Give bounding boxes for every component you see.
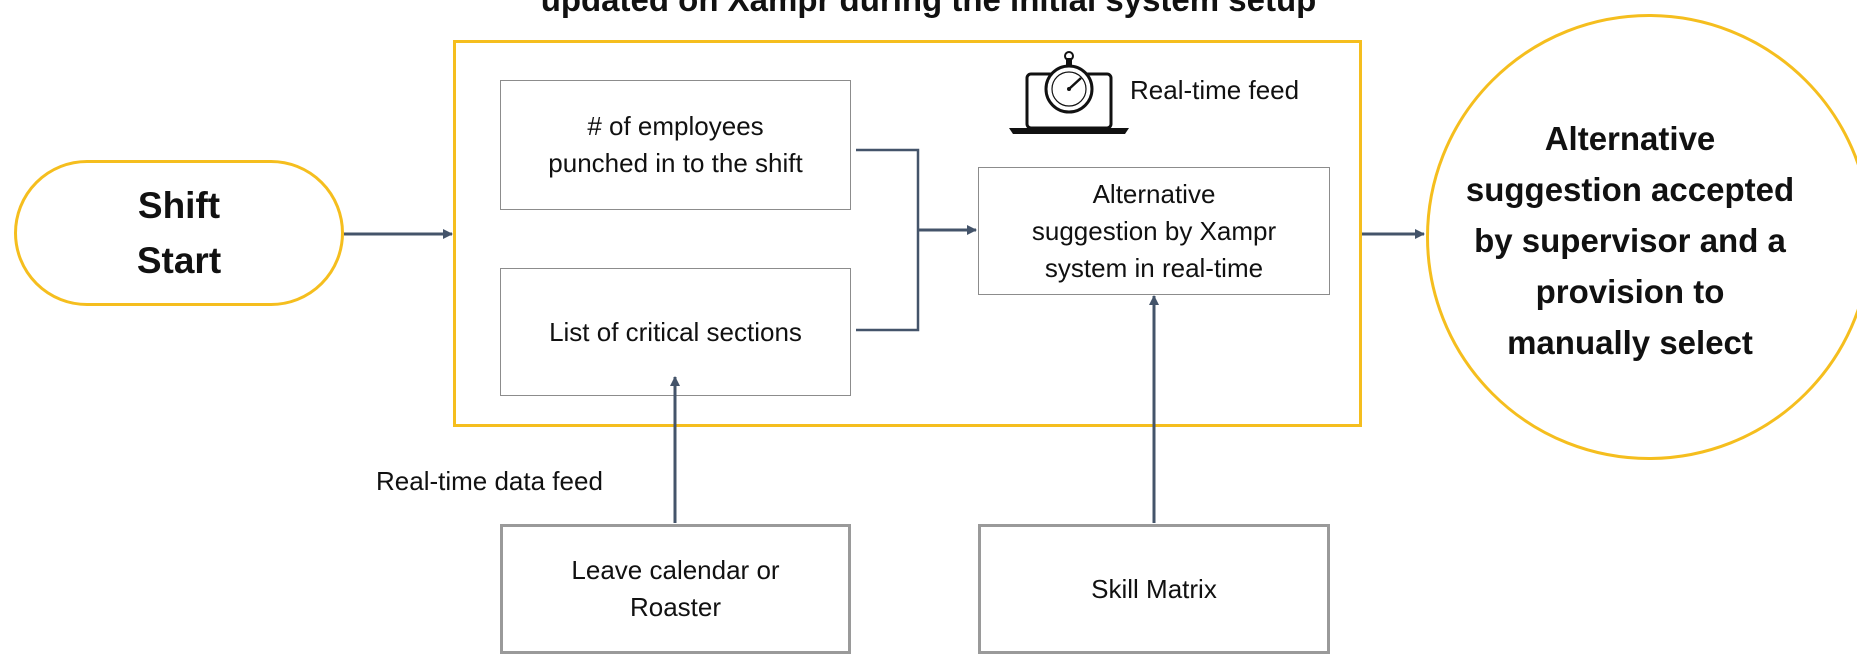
inputs-bracket-connector [856,148,920,332]
outcome-circle [1426,14,1857,460]
real-time-data-feed-label: Real-time data feed [376,466,603,496]
diagram-title: updated on Xampr during the initial syst… [0,0,1857,22]
skill-matrix-box: Skill Matrix [978,524,1330,654]
real-time-feed-label: Real-time feed [1130,75,1300,105]
leave-calendar-label: Leave calendar or Roaster [571,555,780,622]
shift-start-label: Shift Start [136,185,222,281]
critical-sections-box: List of critical sections [500,268,851,396]
process-container [453,40,1362,427]
skill-matrix-label: Skill Matrix [1091,573,1217,604]
critical-sections-label: List of critical sections [549,316,802,347]
laptop-stopwatch-icon [1009,51,1129,134]
alternative-suggestion-box: Alternative suggestion by Xampr system i… [978,167,1330,295]
employees-punched-in-label: # of employees punched in to the shift [548,111,803,178]
outcome-node: Alternative suggestion accepted by super… [1430,110,1830,370]
outcome-label: Alternative suggestion accepted by super… [1465,119,1795,361]
shift-start-node: Shift Start [14,160,344,306]
employees-punched-in-box: # of employees punched in to the shift [500,80,851,210]
alternative-suggestion-label: Alternative suggestion by Xampr system i… [1031,178,1277,283]
leave-calendar-box: Leave calendar or Roaster [500,524,851,654]
